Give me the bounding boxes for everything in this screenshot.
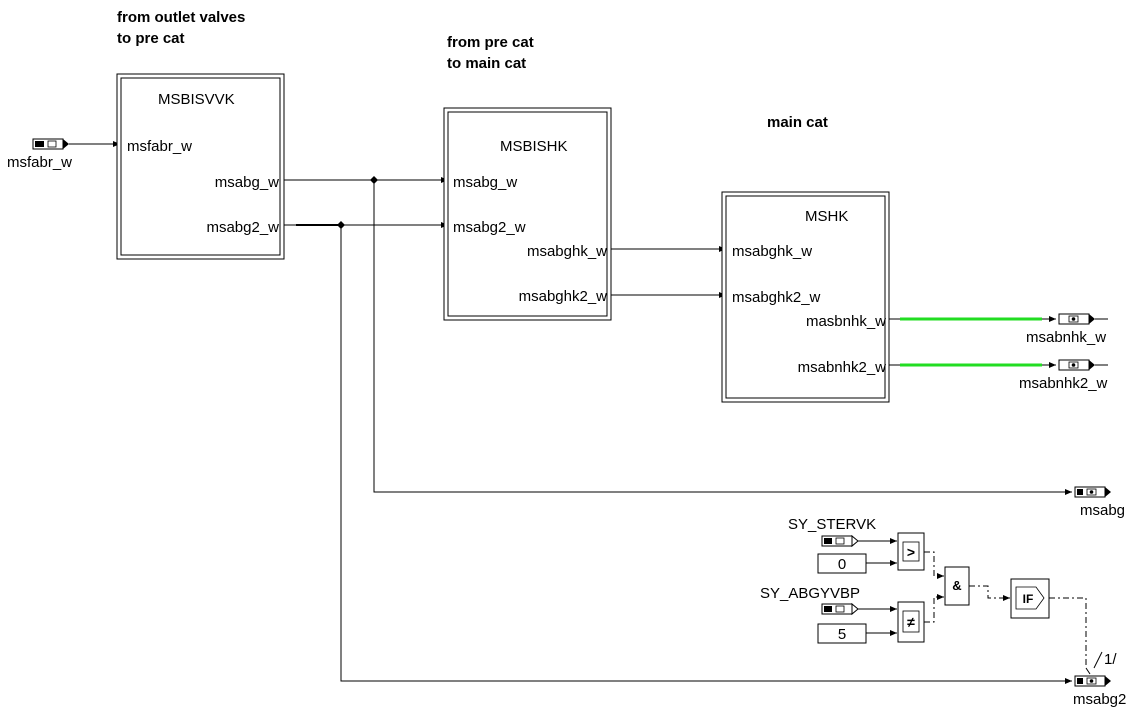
block-msbisvvk-out2: msabg2_w <box>206 219 279 236</box>
block-mshk[interactable] <box>721 191 890 403</box>
compare-notequal-symbol: ≠ <box>907 614 915 630</box>
inport-msfabr-label: msfabr_w <box>7 154 72 171</box>
block-msbishk-title: MSBISHK <box>500 138 568 155</box>
wire-and-to-if <box>969 585 1010 601</box>
compare-notequal-op[interactable] <box>897 601 925 643</box>
header-section3: main cat <box>767 114 828 131</box>
wire-if-enable-tip <box>1085 667 1091 675</box>
inport-sy-stervk[interactable] <box>821 534 859 548</box>
block-mshk-in2: msabghk2_w <box>732 289 821 306</box>
wire-msabg2-branch <box>340 225 1072 684</box>
compare-greater-inner <box>902 541 920 562</box>
and-symbol: & <box>952 578 961 593</box>
wire-ne-to-and <box>924 594 944 623</box>
compare-greater-op[interactable] <box>897 532 925 571</box>
wire-if-enable <box>1049 597 1087 668</box>
block-msbishk-in1: msabg_w <box>453 174 517 191</box>
and-op[interactable] <box>944 566 970 606</box>
block-mshk-title: MSHK <box>805 208 848 225</box>
outport-msabg2[interactable] <box>1074 675 1111 687</box>
outport-msabnhk2-label: msabnhk2_w <box>1019 375 1108 392</box>
inport-sy-abgyvbp-label: SY_ABGYVBP <box>760 585 860 602</box>
header-section2-line2: to main cat <box>447 55 526 72</box>
outport-msabg[interactable] <box>1074 486 1111 498</box>
outport-msabnhk2[interactable] <box>1058 359 1108 371</box>
const-0-value: 0 <box>838 556 846 573</box>
block-msbishk-out2: msabghk2_w <box>519 288 608 305</box>
compare-greater-symbol: > <box>907 544 915 560</box>
outport-msabg2-label: msabg2 <box>1073 691 1126 708</box>
block-msbisvvk-out1: msabg_w <box>215 174 279 191</box>
const-5-value: 5 <box>838 626 846 643</box>
block-msbisvvk-title: MSBISVVK <box>158 91 235 108</box>
outport-msabnhk[interactable] <box>1058 313 1108 325</box>
inport-msfabr[interactable] <box>32 138 69 150</box>
block-msbishk-in2: msabg2_w <box>453 219 526 236</box>
block-mshk-out1: masbnhk_w <box>806 313 886 330</box>
if-symbol-shape <box>1015 586 1045 610</box>
header-section1-line1: from outlet valves <box>117 9 245 26</box>
header-section1-line2: to pre cat <box>117 30 185 47</box>
block-msbisvvk[interactable] <box>116 73 285 260</box>
block-mshk-in1: msabghk_w <box>732 243 812 260</box>
outport-msabnhk-label: msabnhk_w <box>1026 329 1106 346</box>
block-mshk-out2: msabnhk2_w <box>798 359 887 376</box>
if-symbol: IF <box>1023 592 1034 606</box>
wire-gt-to-and <box>924 551 944 579</box>
block-msbishk[interactable] <box>443 107 612 321</box>
compare-notequal-inner <box>902 610 920 633</box>
index-annotation: 1/ <box>1104 651 1117 668</box>
outport-msabg-label: msabg <box>1080 502 1125 519</box>
block-msbishk-out1: msabghk_w <box>527 243 607 260</box>
wire-msabg-branch <box>373 180 1072 495</box>
index-slash <box>1093 651 1103 669</box>
inport-sy-abgyvbp[interactable] <box>821 602 859 616</box>
header-section2-line1: from pre cat <box>447 34 534 51</box>
block-msbisvvk-in1: msfabr_w <box>127 138 192 155</box>
inport-sy-stervk-label: SY_STERVK <box>788 516 876 533</box>
